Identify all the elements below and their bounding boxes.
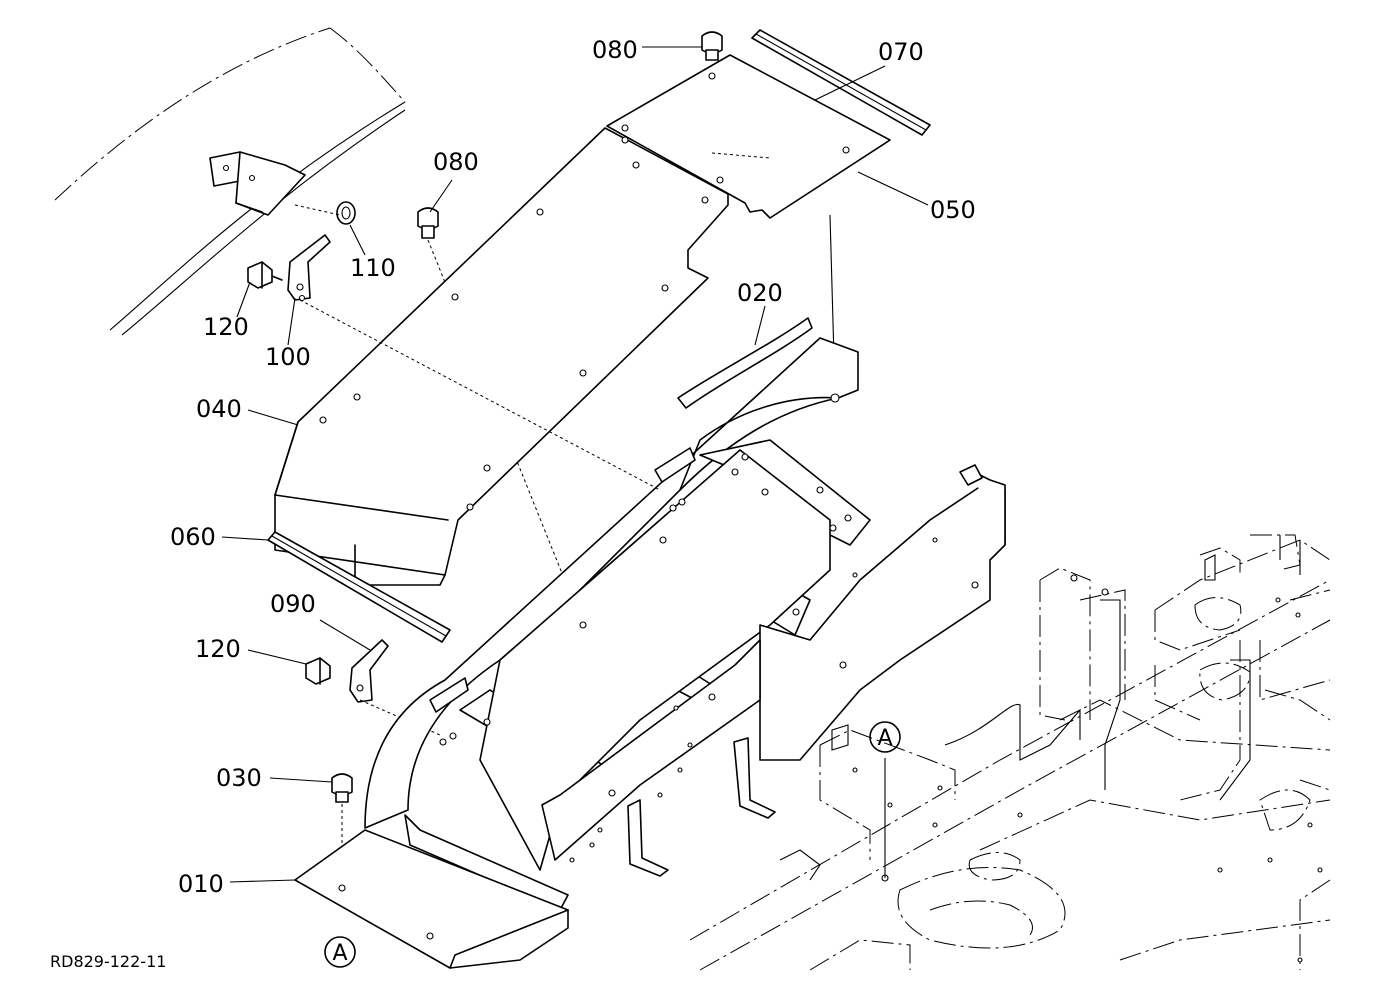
washer-ring bbox=[336, 201, 356, 225]
part-labels: 080 070 050 080 110 120 100 020 040 060 … bbox=[170, 36, 976, 898]
strip-070 bbox=[751, 29, 931, 136]
machine-frame bbox=[689, 534, 1331, 971]
leader-lines bbox=[221, 46, 929, 883]
bolt-080-top bbox=[701, 31, 723, 61]
label-020: 020 bbox=[737, 279, 783, 307]
section-marker-right: A bbox=[869, 721, 901, 753]
label-040: 040 bbox=[196, 395, 242, 423]
bracket-090 bbox=[349, 639, 389, 703]
label-050: 050 bbox=[930, 196, 976, 224]
label-010: 010 bbox=[178, 870, 224, 898]
label-030: 030 bbox=[216, 764, 262, 792]
upper-bracket bbox=[209, 151, 341, 216]
label-080-center: 080 bbox=[433, 148, 479, 176]
drawing-reference: RD829-122-11 bbox=[50, 952, 166, 971]
section-marker-left: A bbox=[324, 936, 356, 968]
label-080-top: 080 bbox=[592, 36, 638, 64]
bolt-120-upper bbox=[247, 261, 283, 289]
label-100: 100 bbox=[265, 343, 311, 371]
bolt-120-lower bbox=[305, 657, 331, 685]
channel-frame bbox=[299, 299, 1006, 911]
label-060: 060 bbox=[170, 523, 216, 551]
cover-040 bbox=[274, 127, 729, 586]
strip-060 bbox=[267, 531, 451, 643]
strip-020 bbox=[677, 317, 813, 409]
section-marker-right-label: A bbox=[877, 726, 892, 751]
cover-010 bbox=[294, 829, 569, 969]
label-090: 090 bbox=[270, 590, 316, 618]
label-120-lower: 120 bbox=[195, 635, 241, 663]
bracket-100 bbox=[287, 234, 331, 302]
cab-outline bbox=[54, 27, 406, 336]
label-120-upper: 120 bbox=[203, 313, 249, 341]
label-070: 070 bbox=[878, 38, 924, 66]
section-marker-left-label: A bbox=[332, 941, 347, 966]
label-110: 110 bbox=[350, 254, 396, 282]
